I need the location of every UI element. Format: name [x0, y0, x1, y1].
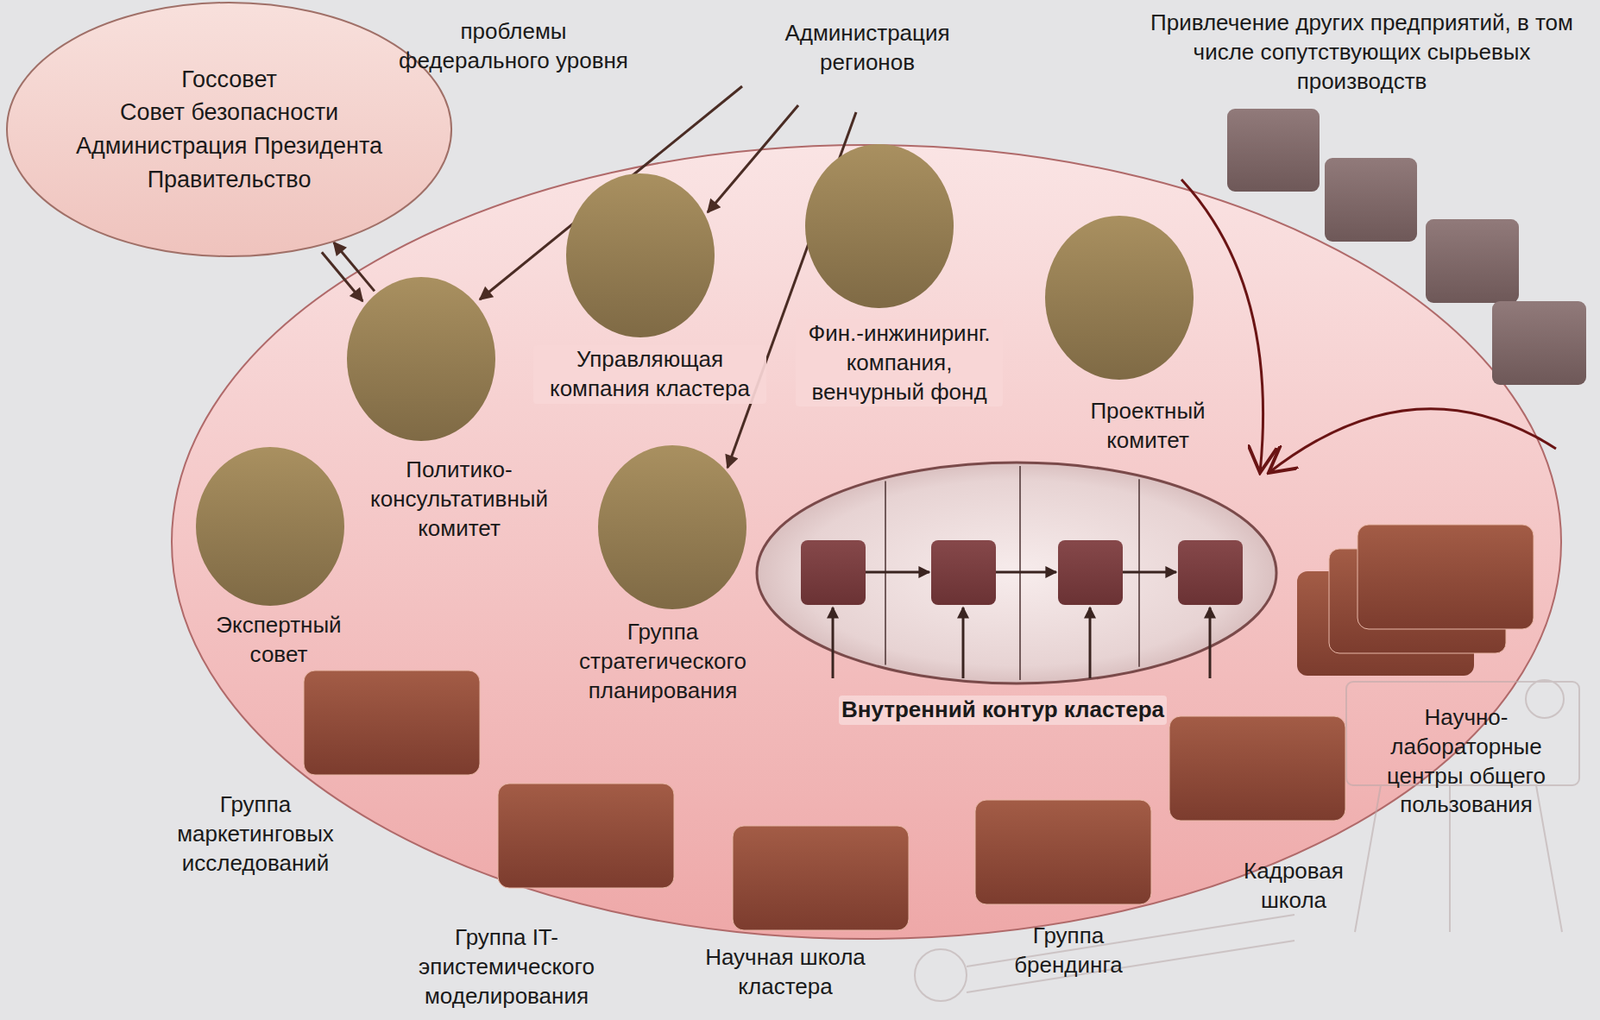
- unit-box: Группа брендинга: [975, 800, 1152, 905]
- inner-contour: Внутренний контур кластера: [756, 462, 1277, 684]
- box-shape: [975, 800, 1152, 905]
- enterprise-squares: [1227, 108, 1587, 385]
- node-outline: [1169, 716, 1346, 821]
- box-shape: [303, 670, 480, 775]
- stage-square: [1177, 540, 1243, 605]
- input-arrow: [831, 607, 835, 679]
- text-block: ГоссоветСовет безопасностиАдминистрация …: [6, 1, 453, 258]
- node-text: Управляющая компания кластера: [533, 345, 767, 404]
- label-block: Управляющая компания кластера: [533, 345, 767, 404]
- input-arrow: [1089, 607, 1092, 679]
- node-outline: [497, 783, 675, 889]
- stage-square: [1058, 540, 1123, 605]
- free-label: Администрация регионов: [763, 18, 971, 78]
- label-block: Кадровая школа: [1228, 856, 1359, 916]
- node-text: Правительство: [147, 164, 312, 196]
- circle-shape: [805, 144, 954, 309]
- node-text: Проектный комитет: [1070, 396, 1226, 456]
- unit-box: Группа IT-эпистемического моделирования: [497, 783, 675, 889]
- circle-shape: [346, 277, 496, 441]
- node-outline: [6, 1, 453, 258]
- node-outline: [756, 462, 1277, 684]
- unit-box: Научно-лабораторные центры общего пользо…: [1357, 524, 1534, 630]
- node-text: Экспертный совет: [205, 611, 353, 670]
- unit-box: Группа маркетинговых исследований: [303, 670, 480, 775]
- node-text: Группа брендинга: [999, 921, 1138, 981]
- label-block: Научно-лабораторные центры общего пользо…: [1375, 703, 1557, 820]
- circle-shape: [1045, 215, 1194, 380]
- connector-arrow: [321, 251, 363, 302]
- free-label: Привлечение других предприятий, в том чи…: [1127, 8, 1598, 96]
- node-outline: [566, 173, 715, 338]
- node-outline: [805, 144, 954, 309]
- label-block: Группа брендинга: [999, 921, 1138, 981]
- node-text: Внутренний контур кластера: [838, 695, 1167, 725]
- connector-arrow: [333, 242, 375, 292]
- node-text: Фин.-инжиниринг. компания, венчурный фон…: [795, 319, 1003, 407]
- node-text: Госсовет: [181, 64, 278, 95]
- label-block: Политико-консультативный комитет: [359, 455, 559, 543]
- free-label: проблемы федерального уровня: [390, 17, 637, 76]
- stage-square: [800, 540, 866, 605]
- node-outline: [975, 800, 1152, 905]
- node-text: Политико-консультативный комитет: [359, 455, 559, 543]
- unit-box: Научная школа кластера: [732, 825, 909, 931]
- node-outline: [598, 445, 747, 610]
- unit-box: Кадровая школа: [1169, 716, 1346, 821]
- node-outline: [732, 825, 909, 931]
- authority-ellipse: ГоссоветСовет безопасностиАдминистрация …: [6, 1, 453, 258]
- body-circle: Управляющая компания кластера: [566, 173, 715, 338]
- label-block: Проектный комитет: [1070, 396, 1226, 456]
- label-block: Экспертный совет: [205, 611, 353, 670]
- chain-arrow: [995, 571, 1057, 574]
- box-shape: [1357, 524, 1534, 630]
- body-circle: Проектный комитет: [1045, 215, 1194, 380]
- cluster-ellipse: [171, 144, 1562, 939]
- node-text: Группа маркетинговых исследований: [164, 790, 347, 878]
- node-text: Группа стратегического планирования: [563, 617, 763, 706]
- node-outline: [195, 447, 345, 606]
- node-outline: [346, 277, 496, 441]
- input-arrow: [1209, 607, 1212, 679]
- label-block: Группа IT-эпистемического моделирования: [403, 923, 611, 1011]
- circle-shape: [598, 445, 747, 610]
- region-arrows: [479, 86, 857, 468]
- chain-arrow: [1122, 571, 1177, 574]
- ellipse-shape: [6, 2, 452, 257]
- node-text: Администрация Президента: [75, 131, 383, 162]
- label-block: Группа стратегического планирования: [563, 617, 763, 706]
- node-text: Научно-лабораторные центры общего пользо…: [1375, 703, 1557, 820]
- node-text: Кадровая школа: [1228, 856, 1359, 916]
- node-outline: [303, 670, 480, 775]
- node-text: Научная школа кластера: [690, 943, 881, 1002]
- body-circle: Экспертный совет: [195, 447, 345, 606]
- box-shape: [497, 783, 675, 889]
- body-circle: Политико-консультативный комитет: [346, 277, 496, 441]
- node-text: Совет безопасности: [119, 97, 339, 128]
- body-circle: Фин.-инжиниринг. компания, венчурный фон…: [805, 144, 954, 309]
- label-block: Группа маркетинговых исследований: [164, 790, 347, 878]
- watermark-machine: [914, 680, 1580, 1002]
- node-outline: [1357, 524, 1534, 630]
- box-shape: [732, 825, 909, 931]
- chain-arrow: [865, 571, 930, 574]
- node-text: Группа IT-эпистемического моделирования: [403, 923, 611, 1011]
- body-circle: Группа стратегического планирования: [598, 445, 747, 610]
- label-block: Научная школа кластера: [690, 943, 881, 1002]
- attraction-arrows: [1181, 179, 1556, 473]
- circle-shape: [566, 173, 715, 338]
- label-block: Фин.-инжиниринг. компания, венчурный фон…: [795, 319, 1003, 407]
- node-outline: [1045, 215, 1194, 380]
- ellipse-shape: [756, 462, 1277, 684]
- input-arrow: [962, 607, 965, 679]
- stage-square: [931, 540, 996, 605]
- box-shape: [1169, 716, 1346, 821]
- circle-shape: [195, 447, 345, 606]
